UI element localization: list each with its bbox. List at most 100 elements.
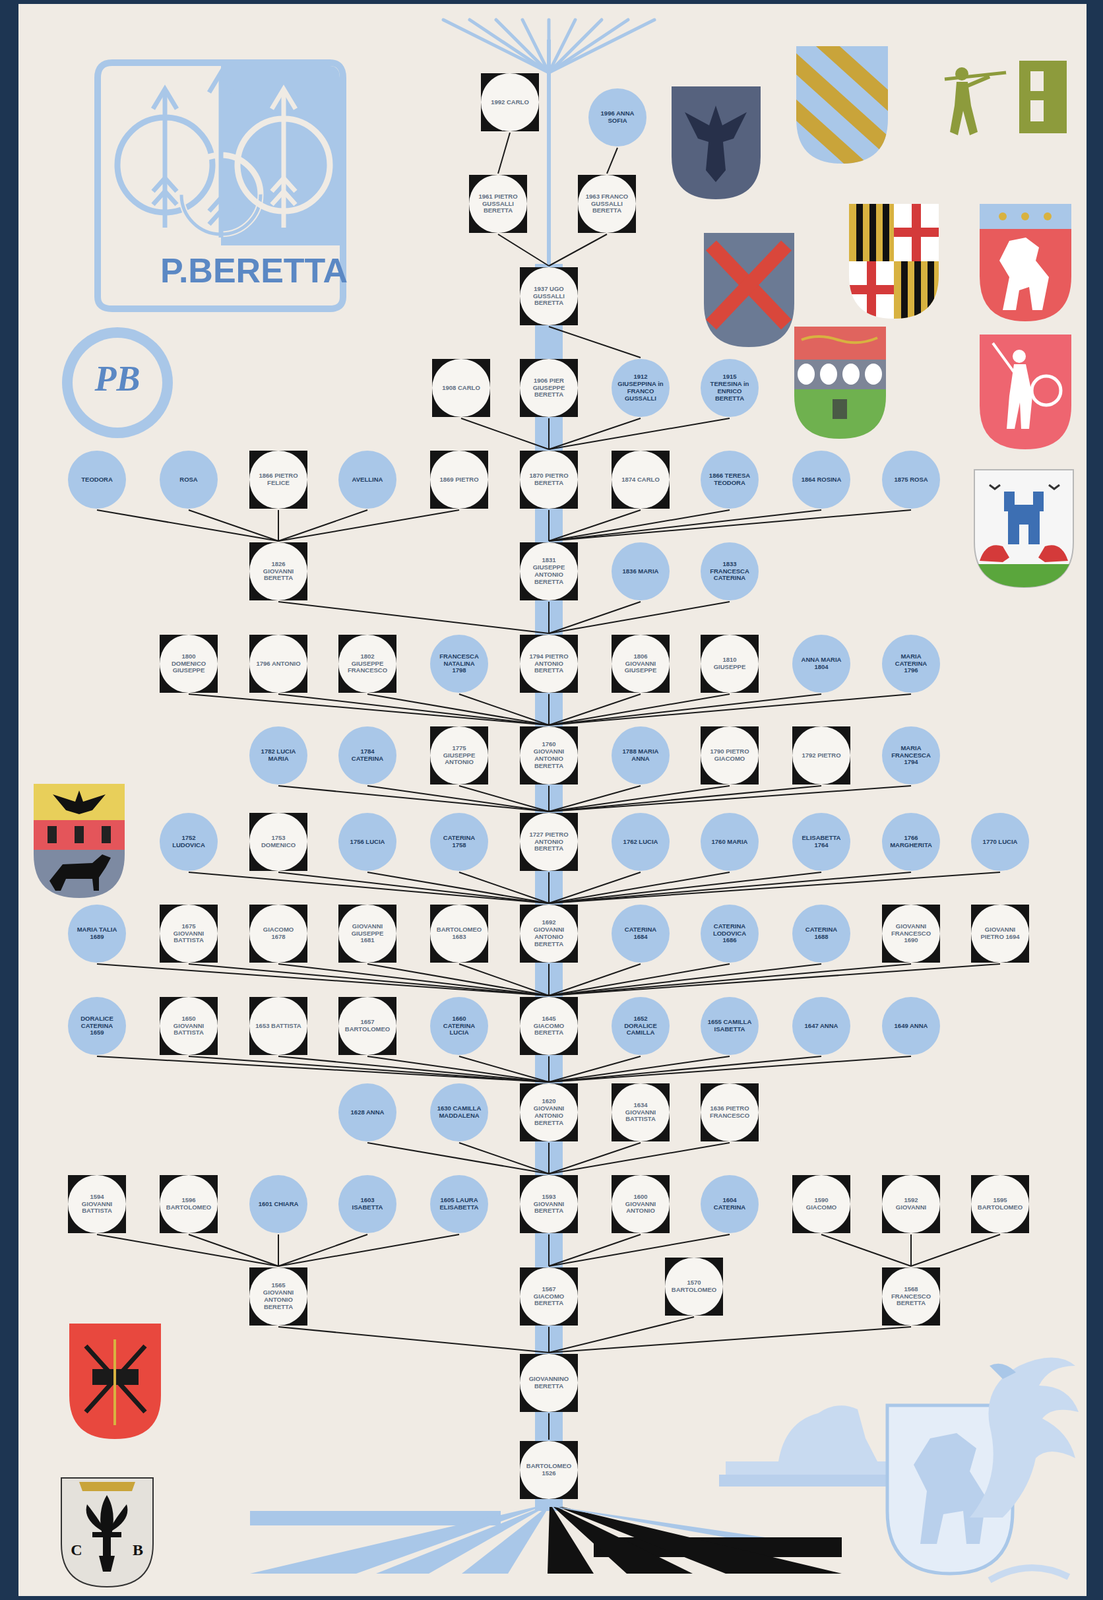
lineage-connector — [548, 1056, 550, 1082]
person-name: 1760 GIOVANNI ANTONIO BERETTA — [525, 740, 572, 770]
person-name: 1908 CARLO — [438, 384, 485, 392]
coat-of-arms — [703, 232, 795, 347]
person-name: 1792 PIETRO — [798, 752, 845, 760]
lineage-connector — [278, 872, 549, 904]
female-line-node: 1760 MARIA — [700, 812, 759, 871]
female-line-node: 1603 ISABETTA — [338, 1174, 397, 1233]
lineage-connector — [911, 1234, 1001, 1266]
lineage-connector — [188, 1234, 279, 1266]
lineage-connector — [278, 1326, 549, 1353]
person-name: ROSA — [165, 476, 212, 484]
person-name: GIACOMO 1678 — [255, 926, 302, 941]
person-name: 1775 GIUSEPPE ANTONIO — [436, 744, 483, 767]
male-line-node: 1806 GIOVANNI GIUSEPPE — [611, 634, 670, 693]
female-line-node: 1756 LUCIA — [338, 812, 397, 871]
male-line-node: 1600 GIOVANNI ANTONIO — [611, 1174, 670, 1233]
female-line-node: TEODORA — [67, 450, 127, 509]
female-line-node: MARIA CATERINA 1796 — [882, 634, 941, 693]
person-name: 1604 CATERINA — [706, 1196, 753, 1212]
person-name: GIOVANNI PIETRO 1694 — [976, 926, 1024, 941]
lineage-connector — [459, 693, 549, 725]
person-name: 1568 FRANCESCO BERETTA — [887, 1285, 935, 1308]
male-line-node: 1653 BATTISTA — [249, 996, 308, 1055]
lineage-connector — [606, 147, 618, 174]
male-line-node: 1657 BARTOLOMEO — [338, 996, 397, 1055]
lineage-connector — [548, 872, 550, 904]
person-name: 1937 UGO GUSSALLI BERETTA — [525, 285, 572, 308]
female-line-node: 1915 TERESINA in ENRICO BERETTA — [700, 358, 759, 417]
lineage-connector — [188, 1056, 549, 1082]
lineage-connector — [548, 509, 822, 541]
lineage-connector — [367, 963, 549, 996]
male-line-node: 1620 GIOVANNI ANTONIO BERETTA — [519, 1083, 578, 1142]
female-line-node: 1875 ROSA — [882, 450, 941, 509]
female-line-node: 1628 ANNA — [338, 1083, 397, 1142]
person-name: CATERINA LODOVICA 1686 — [706, 922, 753, 945]
male-line-node: 1645 GIACOMO BERETTA — [519, 996, 578, 1055]
lineage-connector — [548, 1142, 641, 1174]
person-name: 1760 MARIA — [706, 838, 753, 846]
male-line-node: 1906 PIER GIUSEPPE BERETTA — [519, 358, 578, 417]
male-line-node: 1810 GIUSEPPE — [700, 634, 759, 693]
male-line-node: GIACOMO 1678 — [249, 904, 308, 963]
person-name: 1756 LUCIA — [344, 838, 391, 846]
male-line-node: 1908 CARLO — [432, 358, 491, 417]
person-name: 1992 CARLO — [486, 98, 534, 107]
person-name: 1628 ANNA — [344, 1108, 391, 1117]
lineage-connector — [459, 963, 549, 996]
shield-initial: C — [67, 1541, 86, 1559]
shield-initial: B — [128, 1541, 148, 1559]
lineage-connector — [548, 1234, 550, 1266]
lineage-connector — [548, 1142, 730, 1174]
lineage-connector — [821, 1234, 912, 1266]
male-line-node: 1592 GIOVANNI — [882, 1174, 941, 1233]
female-line-node: CATERINA 1684 — [611, 904, 670, 963]
person-name: 1996 ANNA SOFIA — [594, 110, 641, 125]
person-name: 1675 GIOVANNI BATTISTA — [165, 922, 212, 945]
person-name: 1912 GIUSEPPINA in FRANCO GUSSALLI — [617, 373, 664, 403]
lineage-connector — [548, 418, 641, 450]
person-name: 1594 GIOVANNI BATTISTA — [73, 1193, 121, 1216]
lineage-connector — [548, 234, 607, 266]
male-line-node: 1595 BARTOLOMEO — [971, 1174, 1030, 1233]
male-line-node: 1590 GIACOMO — [792, 1174, 851, 1233]
person-name: 1831 GIUSEPPE ANTONIO BERETTA — [525, 556, 572, 586]
lineage-connector — [548, 963, 1001, 996]
lineage-connector — [548, 693, 550, 725]
lineage-connector — [548, 418, 730, 450]
person-name: 1866 PIETRO FELICE — [255, 472, 302, 487]
person-name: 1784 CATERINA — [344, 748, 391, 763]
lineage-connector — [367, 693, 549, 725]
male-line-node: 1802 GIUSEPPE FRANCESCO — [338, 634, 397, 693]
person-name: ELISABETTA 1764 — [798, 834, 845, 850]
lineage-connector — [498, 234, 549, 266]
lineage-connector — [548, 785, 730, 812]
lineage-connector — [910, 1234, 912, 1266]
female-line-node: 1652 DORALICE CAMILLA — [611, 996, 670, 1055]
lineage-connector — [548, 326, 641, 358]
coat-of-arms — [33, 783, 125, 900]
male-line-node: 1792 PIETRO — [792, 726, 851, 785]
lineage-connector — [278, 1056, 549, 1082]
person-name: 1653 BATTISTA — [255, 1022, 302, 1030]
lineage-connector — [548, 693, 912, 725]
female-line-node: 1601 CHIARA — [249, 1174, 308, 1233]
lineage-connector — [548, 601, 641, 634]
lineage-connector — [548, 785, 550, 812]
person-name: 1636 PIETRO FRANCESCO — [706, 1104, 753, 1120]
person-name: GIOVANNI FRANCESCO 1690 — [887, 922, 935, 945]
person-name: MARIA FRANCESCA 1794 — [887, 744, 935, 767]
male-line-node: 1636 PIETRO FRANCESCO — [700, 1083, 759, 1142]
female-line-node: 1766 MARGHERITA — [882, 812, 941, 871]
lineage-connector — [96, 963, 549, 996]
person-name: 1753 DOMENICO — [255, 834, 302, 850]
female-line-node: 1864 ROSINA — [792, 450, 851, 509]
female-line-node: 1630 CAMILLA MADDALENA — [430, 1083, 489, 1142]
female-line-node: 1770 LUCIA — [971, 812, 1030, 871]
lineage-connector — [548, 601, 730, 634]
female-line-node: DORALICE CATERINA 1659 — [67, 996, 127, 1055]
lineage-connector — [548, 785, 912, 812]
lineage-connector — [96, 1234, 279, 1266]
lineage-connector — [548, 1056, 822, 1082]
lineage-connector — [548, 1413, 550, 1440]
